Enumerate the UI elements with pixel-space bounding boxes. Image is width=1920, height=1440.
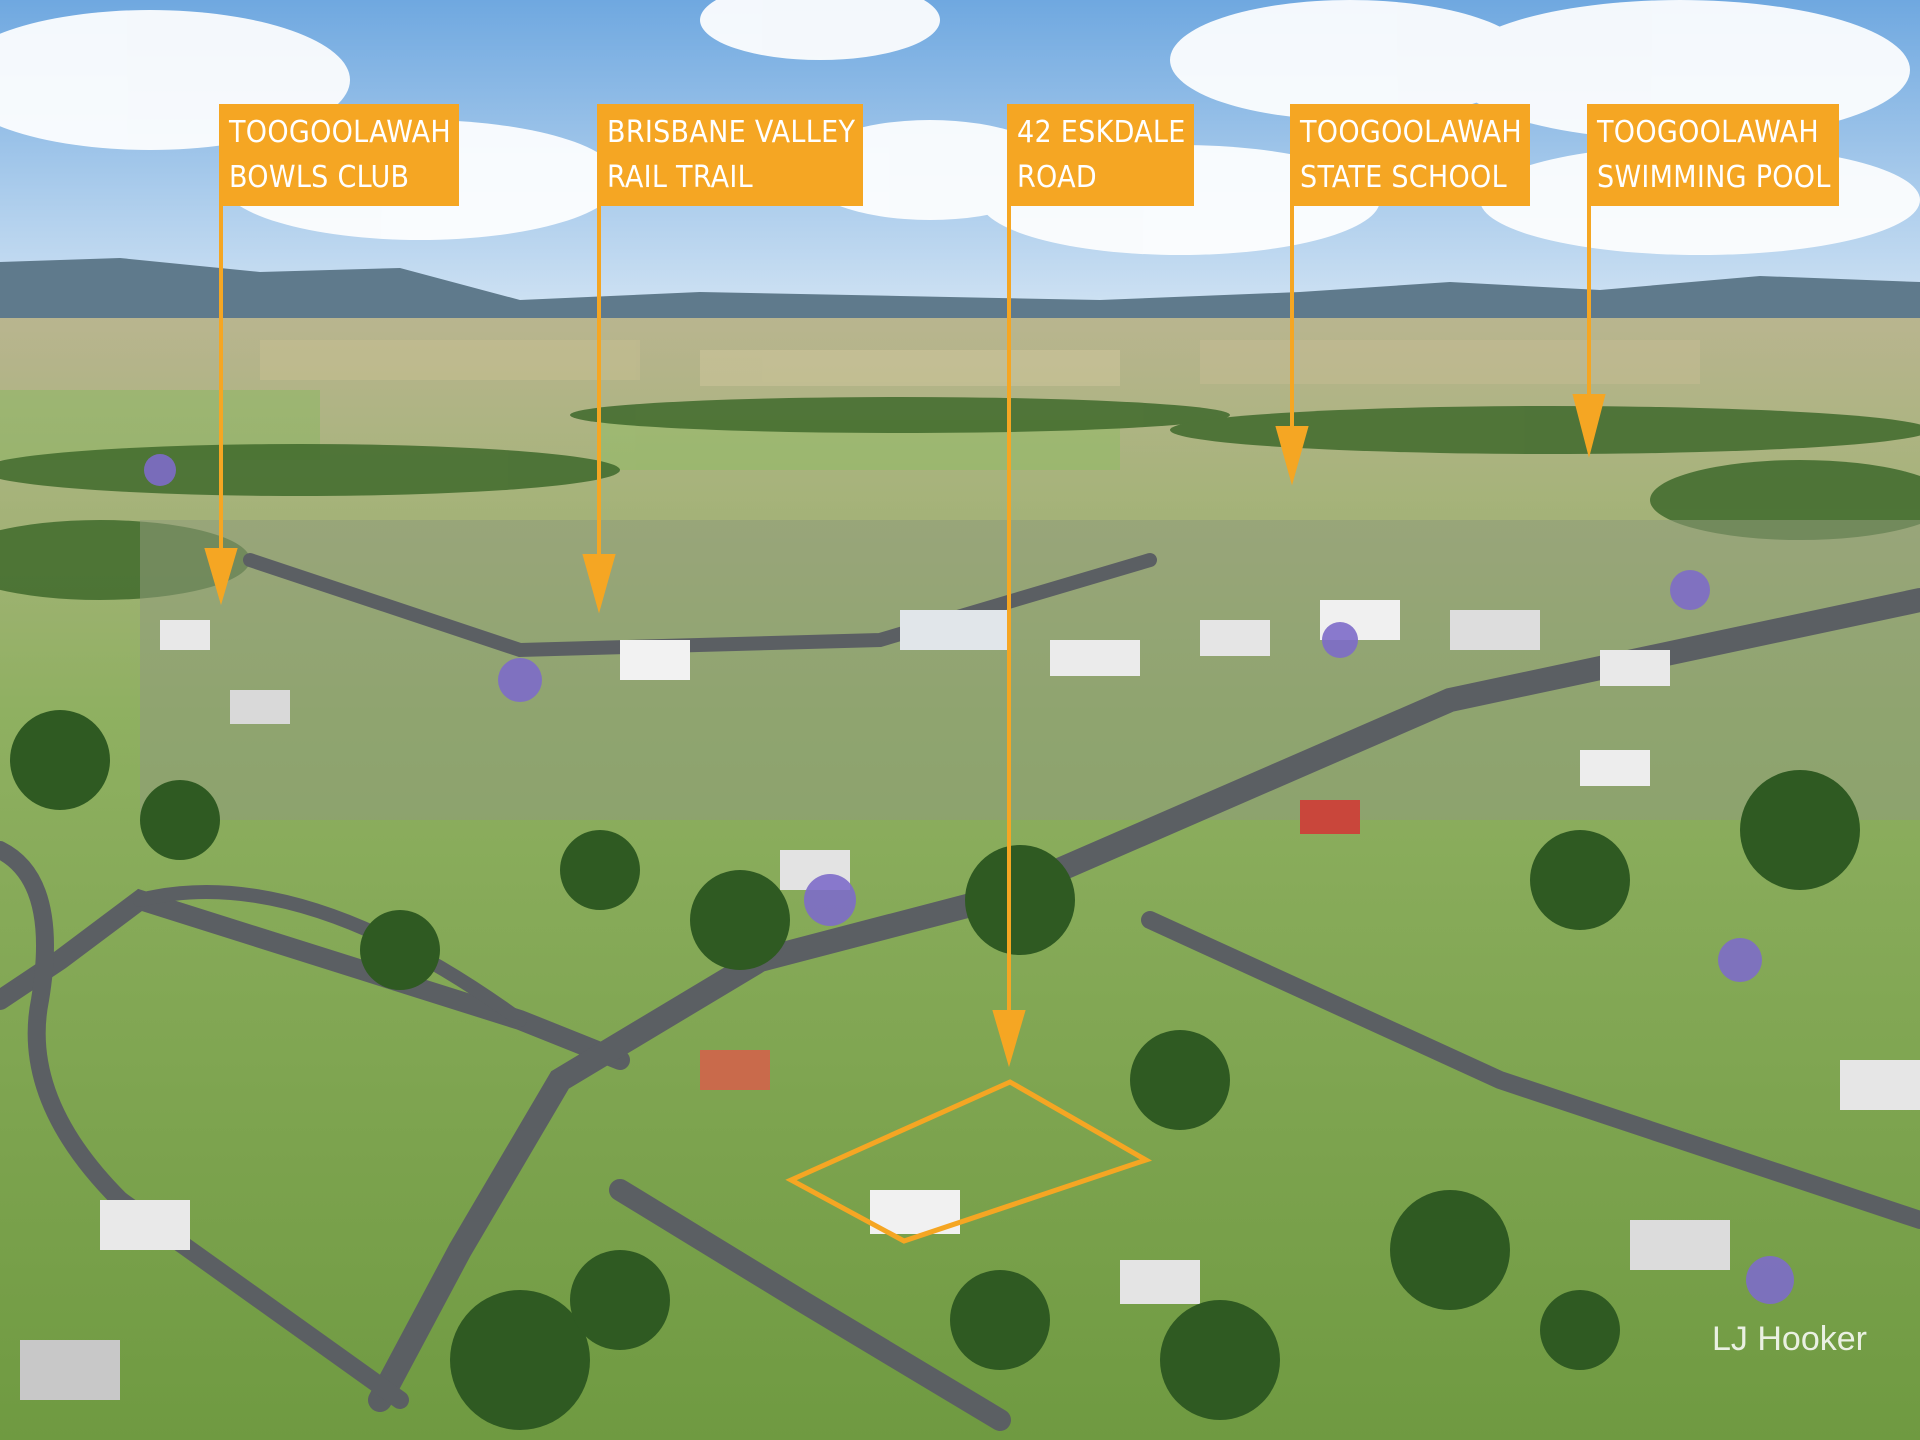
- arrow-head-state-school: [1275, 426, 1309, 486]
- label-eskdale-road: 42 ESKDALE ROAD: [1007, 104, 1194, 206]
- label-arrows: [204, 197, 1606, 1068]
- houses: [20, 600, 1920, 1400]
- property-boundary: [785, 1079, 1153, 1244]
- label-bowls-club: TOOGOOLAWAH BOWLS CLUB: [219, 104, 460, 206]
- label-swimming-pool: TOOGOOLAWAH SWIMMING POOL: [1587, 104, 1839, 206]
- arrow-head-bowls-club: [204, 548, 238, 606]
- label-state-school: TOOGOOLAWAH STATE SCHOOL: [1290, 104, 1531, 206]
- arrow-head-rail-trail: [582, 554, 616, 614]
- mountains: [0, 258, 1920, 330]
- label-rail-trail: BRISBANE VALLEY RAIL TRAIL: [597, 104, 864, 206]
- jacaranda-trees: [144, 454, 1794, 1304]
- brand-watermark: LJ Hooker: [1712, 1320, 1867, 1358]
- arrow-head-eskdale-road: [992, 1010, 1026, 1068]
- roads: [0, 553, 1920, 1431]
- trees: [10, 710, 1860, 1430]
- arrow-head-swimming-pool: [1572, 394, 1606, 458]
- field-patches: [0, 340, 1700, 470]
